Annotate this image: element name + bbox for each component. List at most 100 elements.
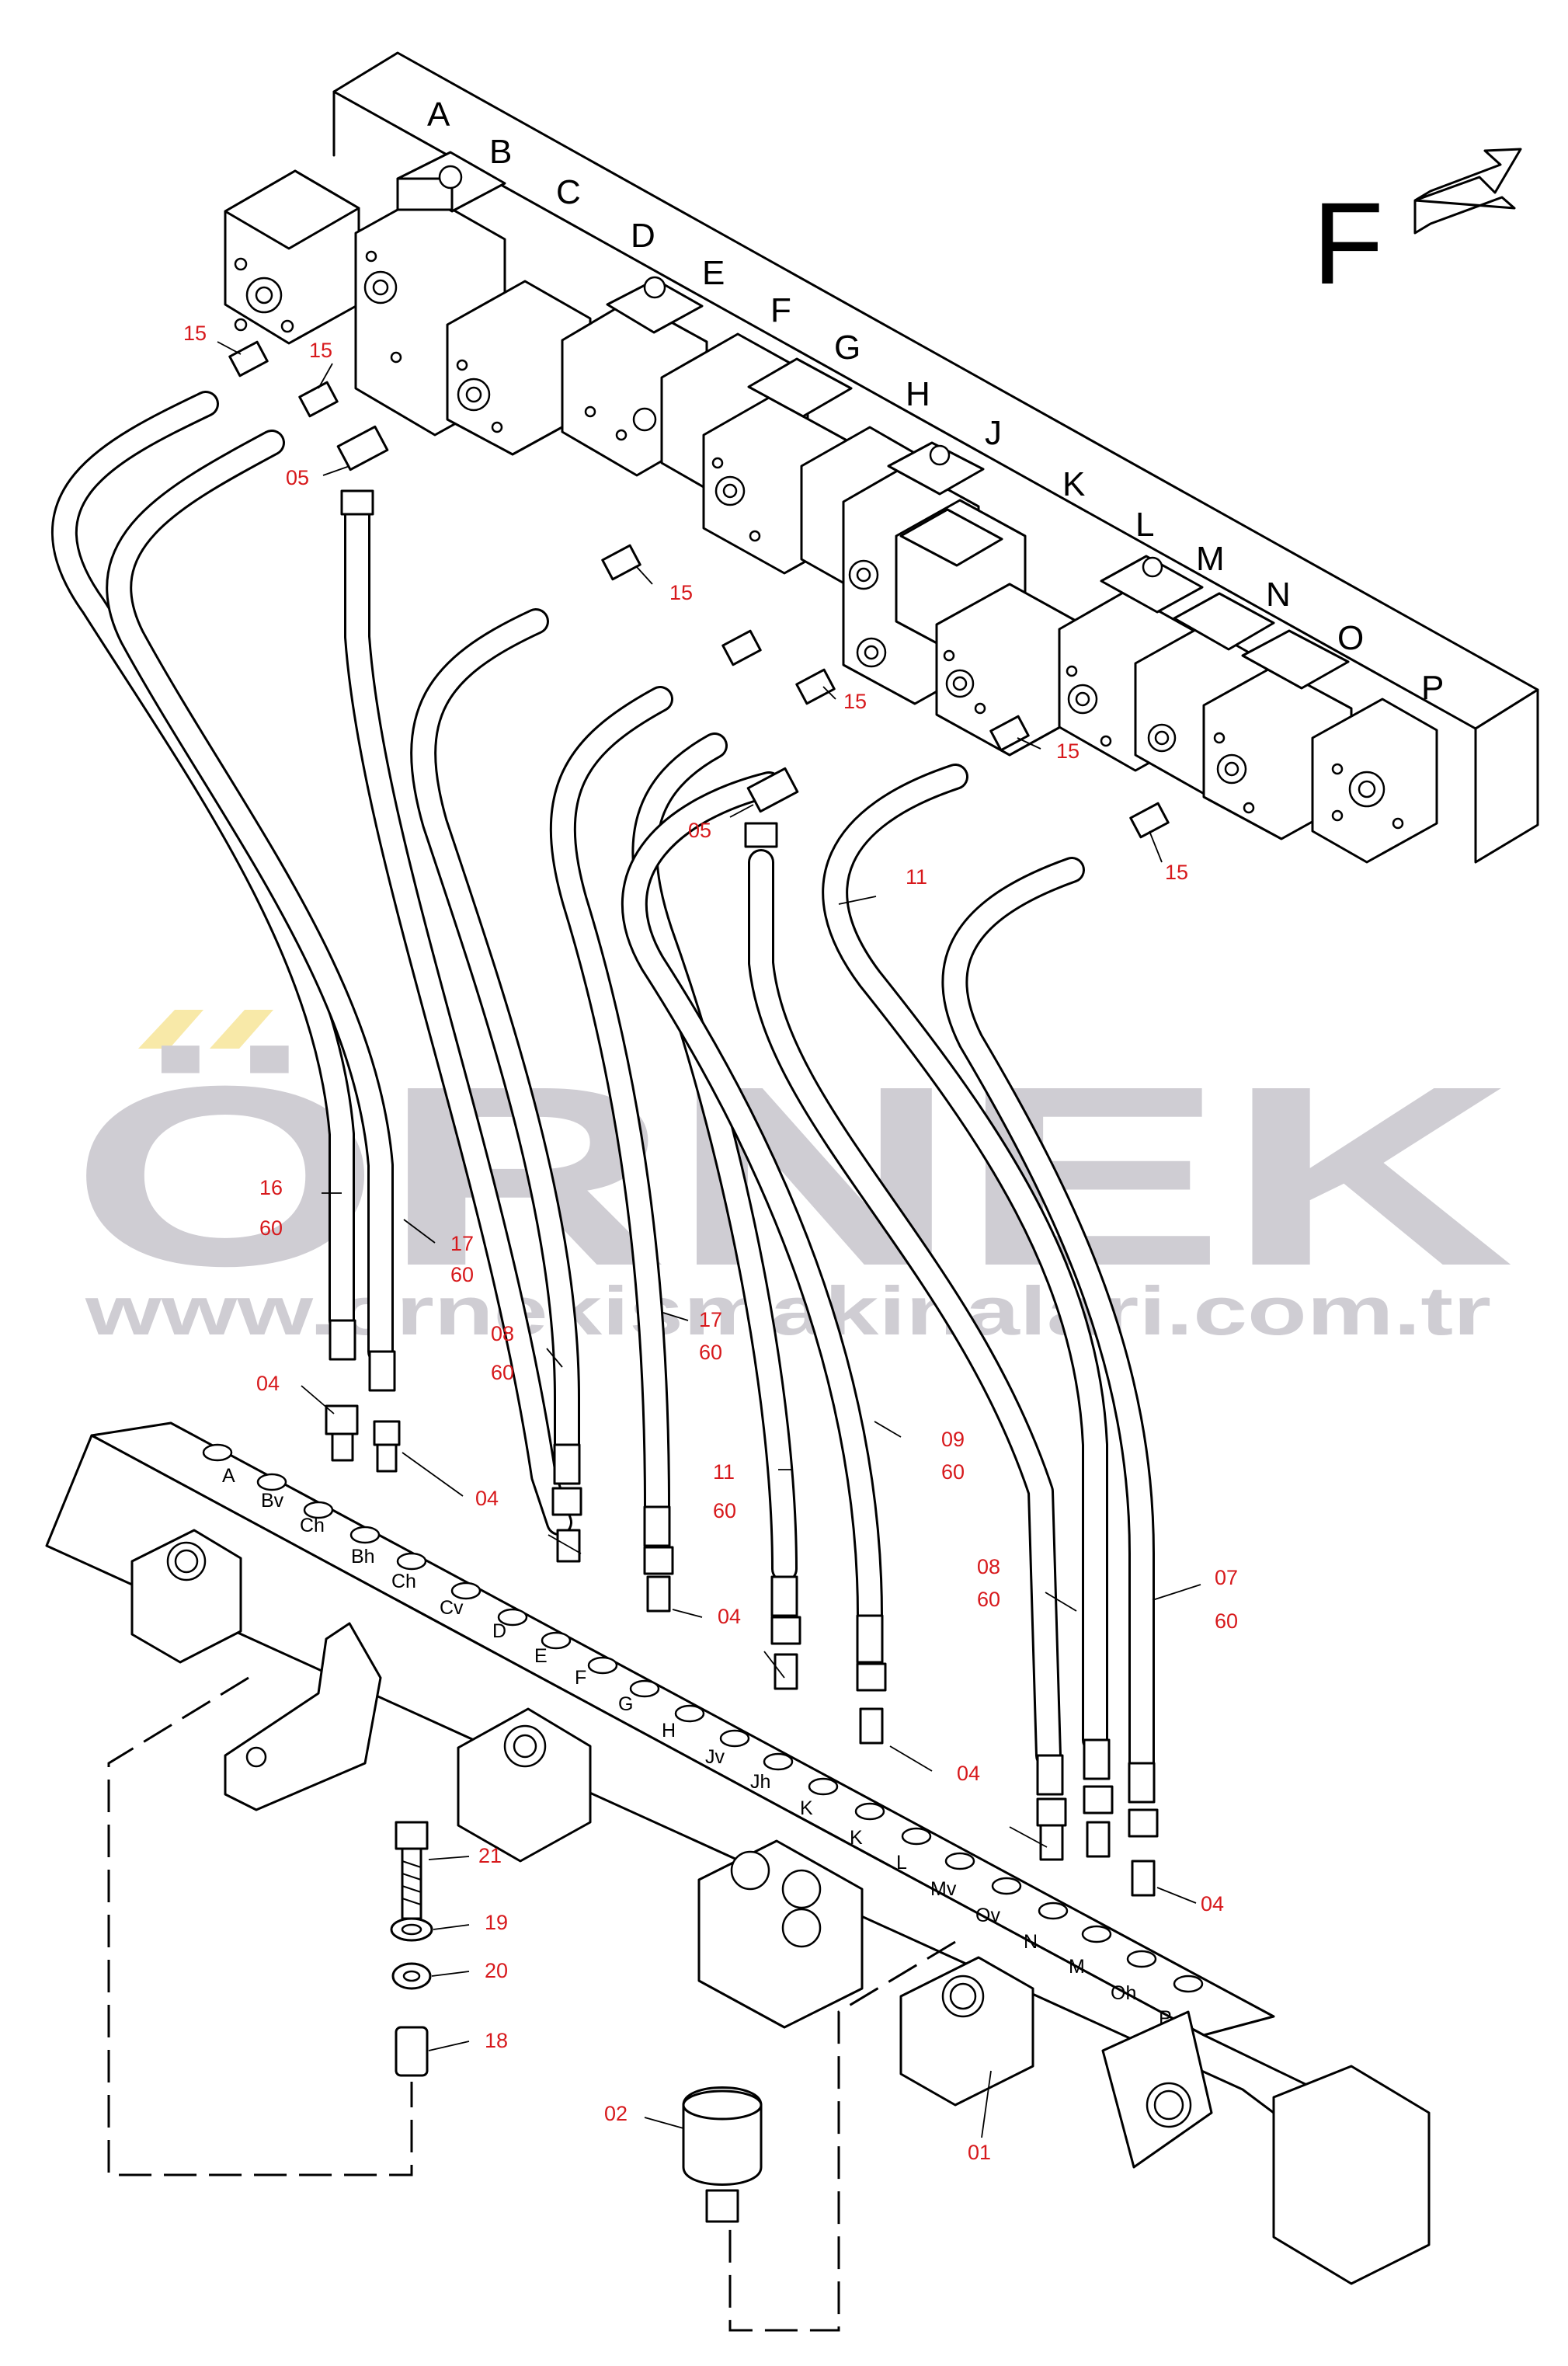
valve-label-O: O (1337, 619, 1364, 657)
port-label-K: K (800, 1797, 813, 1819)
valve-label-J: J (985, 414, 1002, 452)
threaded-block-01 (899, 1956, 1034, 2107)
callout-60-b: 60 (450, 1263, 474, 1286)
watermark-url: www.ornekismakinalari.com.tr (85, 1272, 1491, 1349)
view-arrow-icon (1413, 148, 1522, 235)
mount-bracket-left (130, 1529, 242, 1664)
callout-15-f: 15 (1165, 861, 1188, 884)
valve-label-D: D (631, 217, 655, 255)
rail-ports (202, 1443, 1204, 1993)
callout-04-e: 04 (1201, 1892, 1224, 1915)
bolt-stack (390, 1821, 433, 2077)
callout-15-b: 15 (309, 339, 332, 362)
port-label-D: D (492, 1620, 506, 1642)
valve-label-F: F (770, 291, 791, 329)
valve-label-M: M (1196, 540, 1225, 578)
rail-end-block (1272, 2065, 1431, 2285)
valve-label-H: H (906, 375, 930, 413)
valve-label-B: B (489, 133, 512, 171)
callout-60-h: 60 (1215, 1609, 1238, 1633)
upper-fittings (228, 340, 1170, 848)
callout-60-a: 60 (259, 1216, 283, 1240)
valve-label-L: L (1135, 506, 1154, 544)
port-label-G: G (618, 1693, 633, 1715)
valve-block-K (935, 583, 1084, 757)
valve-label-A: A (427, 96, 450, 134)
callout-20: 20 (485, 1959, 508, 1982)
lower-fittings (325, 1319, 1159, 1897)
bolt-21 (395, 1821, 429, 1850)
callout-19: 19 (485, 1911, 508, 1934)
valve-bank-front-face (1474, 688, 1539, 864)
mount-bracket-mid (457, 1707, 592, 1863)
hose-feed-05 (344, 492, 572, 1536)
callout-18: 18 (485, 2029, 508, 2052)
dashed-leaders (107, 1676, 956, 2332)
sleeve-18 (395, 2026, 429, 2077)
callout-02: 02 (604, 2102, 628, 2125)
callouts: 15 15 05 15 15 15 15 05 11 16 60 17 60 0… (183, 322, 1238, 2164)
callout-04-b: 04 (475, 1487, 499, 1510)
lower-manifold (45, 1421, 1431, 2285)
hose-17-left (106, 430, 394, 1365)
port-label-Ov: Ov (975, 1905, 1000, 1926)
callout-17-b: 17 (699, 1308, 722, 1331)
port-label-K-2: K (850, 1827, 863, 1849)
valve-block-O (1311, 698, 1438, 864)
port-label-Bh: Bh (351, 1546, 375, 1567)
valve-label-P: P (1421, 669, 1444, 707)
callout-05-a: 05 (286, 466, 309, 489)
port-label-E: E (534, 1645, 548, 1667)
hoses (50, 391, 1155, 1776)
callout-60-f: 60 (941, 1460, 965, 1484)
port-label-Jv: Jv (705, 1746, 725, 1768)
callout-11-b: 11 (713, 1460, 735, 1484)
view-indicator: F (1312, 148, 1522, 308)
port-label-N: N (1024, 1931, 1038, 1953)
callout-15-a: 15 (183, 322, 207, 345)
hose-08-left (410, 608, 580, 1474)
valve-label-N: N (1266, 576, 1291, 614)
mount-bracket-block (697, 1839, 864, 2029)
callout-15-d: 15 (843, 690, 867, 713)
callout-60-c: 60 (491, 1361, 514, 1384)
hose-11-right (748, 849, 1062, 1769)
port-label-M: M (1069, 1956, 1085, 1978)
callout-04-d: 04 (957, 1762, 980, 1785)
callout-08-b: 08 (977, 1555, 1000, 1578)
port-label-F: F (575, 1667, 586, 1689)
mount-hook (224, 1622, 382, 1811)
port-label-Bv: Bv (261, 1490, 284, 1512)
valve-label-K: K (1062, 465, 1085, 503)
hose-09 (621, 771, 883, 1629)
callout-60-e: 60 (713, 1499, 736, 1522)
port-label-Cv: Cv (440, 1597, 464, 1619)
callout-15-e: 15 (1056, 739, 1080, 763)
callout-21: 21 (478, 1844, 502, 1867)
callout-04-a: 04 (256, 1372, 280, 1395)
port-label-P: P (1159, 2007, 1172, 2029)
port-label-A: A (222, 1465, 235, 1487)
callout-04-c: 04 (718, 1605, 741, 1628)
valve-label-C: C (556, 173, 581, 211)
callout-17-a: 17 (450, 1232, 474, 1255)
callout-60-g: 60 (977, 1588, 1000, 1611)
valve-bank (224, 51, 1539, 864)
port-label-Ch: Ch (300, 1515, 325, 1536)
callout-09: 09 (941, 1428, 965, 1451)
plug-02 (682, 2086, 763, 2223)
callout-15-c: 15 (669, 581, 693, 604)
watermark-accent-left (138, 1010, 203, 1049)
port-label-L: L (896, 1852, 907, 1874)
leader-lines (217, 341, 1201, 2138)
callout-16: 16 (259, 1176, 283, 1199)
watermark-accent-right (210, 1010, 273, 1049)
port-label-Ch-2: Ch (391, 1571, 416, 1592)
port-label-Oh: Oh (1111, 1982, 1136, 2004)
view-letter: F (1312, 178, 1384, 308)
port-labels: A Bv Ch Bh Ch Cv D E F G H Jv Jh K K L M… (222, 1465, 1172, 2029)
hose-07 (941, 857, 1155, 1776)
callout-07: 07 (1215, 1566, 1238, 1589)
